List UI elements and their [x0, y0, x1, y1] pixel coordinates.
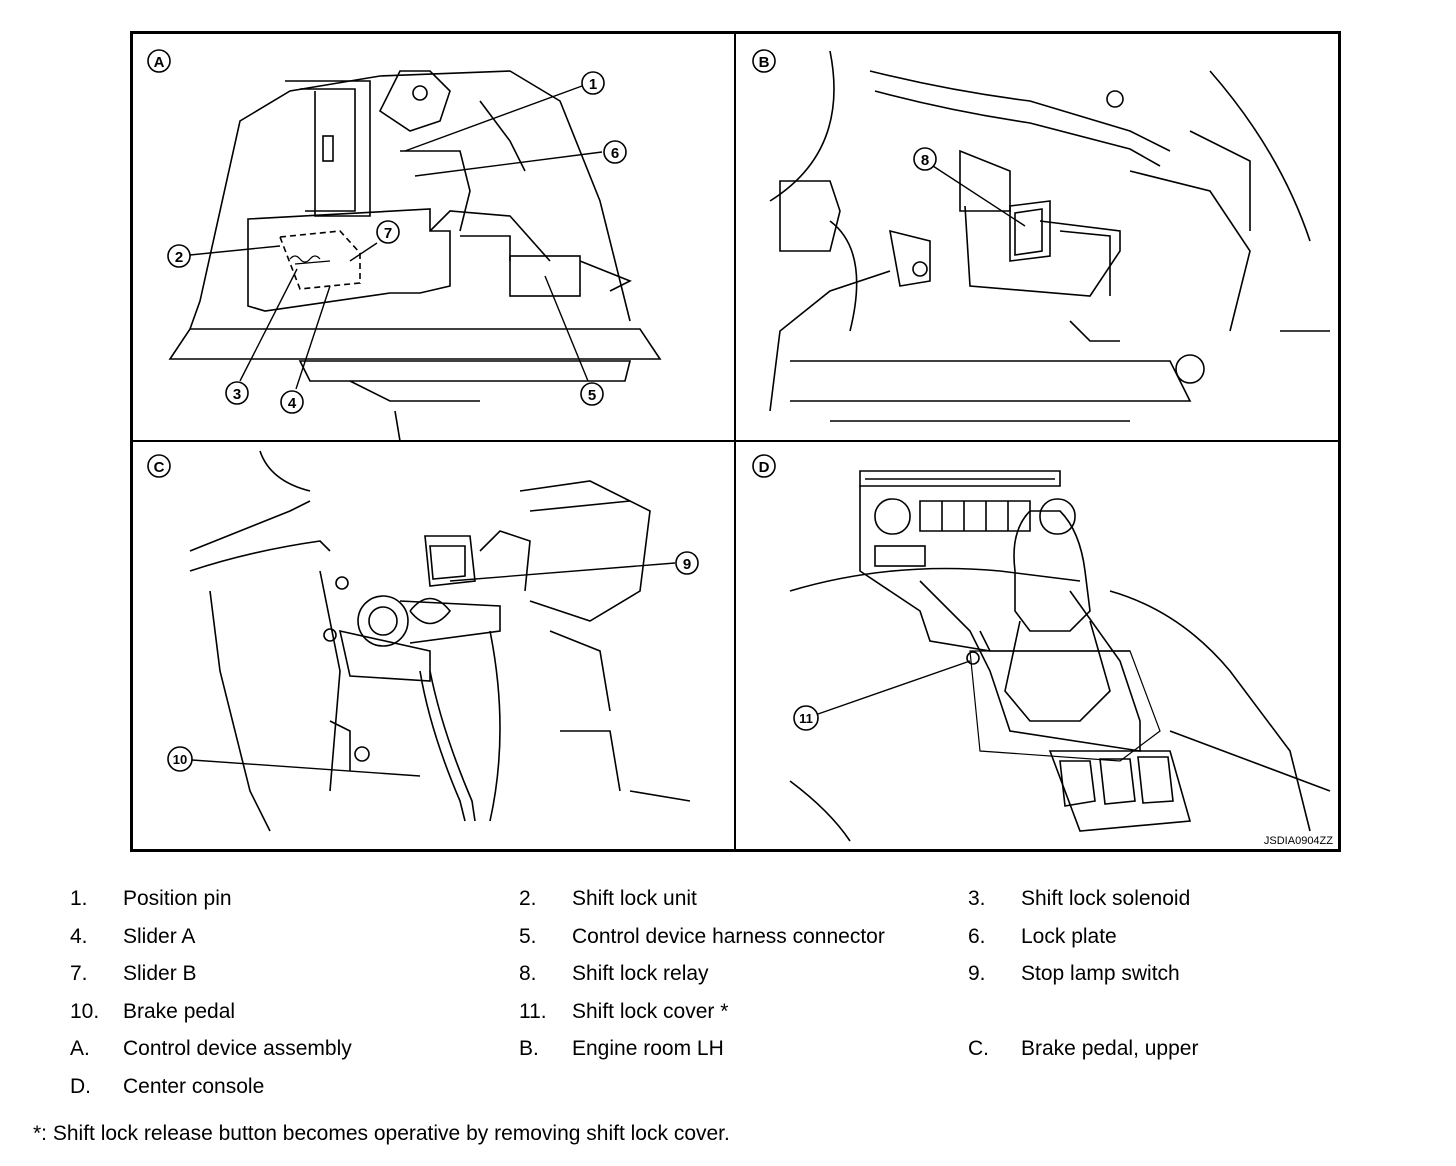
legend-num: 6.: [968, 925, 986, 948]
svg-text:3: 3: [233, 386, 241, 403]
panel-c-leaders: [191, 562, 676, 777]
svg-text:1: 1: [589, 76, 597, 93]
legend-num: B.: [519, 1037, 539, 1060]
legend-text: Stop lamp switch: [1021, 962, 1180, 985]
legend-num: 5.: [519, 925, 537, 948]
callout-10: 10: [167, 746, 193, 772]
svg-text:C: C: [154, 459, 165, 476]
legend-text: Engine room LH: [572, 1037, 724, 1060]
panel-b-drawing: [769, 50, 1330, 422]
legend-num: 7.: [70, 962, 88, 985]
callout-8: 8: [913, 147, 937, 171]
legend-num: A.: [70, 1037, 90, 1060]
svg-text:D: D: [759, 459, 770, 476]
legend-text: Lock plate: [1021, 925, 1117, 948]
svg-text:7: 7: [384, 225, 392, 242]
svg-text:4: 4: [288, 395, 297, 412]
legend-text: Brake pedal: [123, 1000, 236, 1023]
panel-b-leader: [932, 165, 1026, 227]
svg-text:5: 5: [588, 387, 596, 404]
callouts: 1 2 3 4 5 6 7 8 9 10 11: [167, 71, 937, 772]
panel-a-leaders: [189, 85, 603, 390]
callout-5: 5: [580, 382, 604, 406]
legend-text: Position pin: [123, 887, 232, 910]
panel-c-drawing: [189, 450, 691, 832]
callout-11: 11: [793, 705, 819, 731]
panel-letter-b: B: [752, 49, 776, 73]
panel-d-drawing: [789, 470, 1331, 842]
figure-code: JSDIA0904ZZ: [1264, 835, 1333, 847]
callout-7: 7: [376, 220, 400, 244]
footnote: *: Shift lock release button becomes ope…: [33, 1122, 730, 1145]
legend-text: Control device assembly: [123, 1037, 352, 1060]
legend-text: Shift lock cover *: [572, 1000, 729, 1023]
svg-text:6: 6: [611, 145, 619, 162]
legend-text: Shift lock relay: [572, 962, 709, 985]
legend-num: 3.: [968, 887, 986, 910]
svg-text:11: 11: [799, 711, 813, 726]
panel-letter-a: A: [147, 49, 171, 73]
callout-2: 2: [167, 244, 191, 268]
legend-text: Slider B: [123, 962, 197, 985]
legend-text: Shift lock solenoid: [1021, 887, 1191, 910]
legend-num: 9.: [968, 962, 986, 985]
svg-text:2: 2: [175, 249, 183, 266]
callout-6: 6: [603, 140, 627, 164]
callout-4: 4: [280, 390, 304, 414]
callout-1: 1: [581, 71, 605, 95]
legend-text: Shift lock unit: [572, 887, 697, 910]
legend-num: 10.: [70, 1000, 100, 1023]
callout-3: 3: [225, 381, 249, 405]
legend-num: 4.: [70, 925, 88, 948]
panel-letter-d: D: [752, 454, 776, 478]
legend-num: 8.: [519, 962, 537, 985]
legend-text: Center console: [123, 1075, 265, 1098]
legend-num: 11.: [519, 1000, 547, 1023]
legend-text: Slider A: [123, 925, 196, 948]
panel-d-leader: [817, 660, 971, 715]
svg-text:8: 8: [921, 152, 929, 169]
legend-text: Brake pedal, upper: [1021, 1037, 1199, 1060]
panel-letters: A B C D: [147, 49, 776, 478]
svg-text:9: 9: [683, 556, 691, 573]
component-location-figure: A B C D 1 2 3 4 5 6 7 8 9 10 11 JSDIA090…: [130, 31, 1341, 852]
panel-letter-c: C: [147, 454, 171, 478]
svg-text:B: B: [759, 54, 770, 71]
svg-text:A: A: [154, 54, 165, 71]
legend-text: Control device harness connector: [572, 925, 885, 948]
callout-9: 9: [675, 551, 699, 575]
legend-num: C.: [968, 1037, 989, 1060]
panel-a-drawing: [168, 70, 662, 442]
legend-num: 2.: [519, 887, 537, 910]
svg-text:10: 10: [173, 752, 187, 767]
legend-num: D.: [70, 1075, 91, 1098]
legend-num: 1.: [70, 887, 88, 910]
